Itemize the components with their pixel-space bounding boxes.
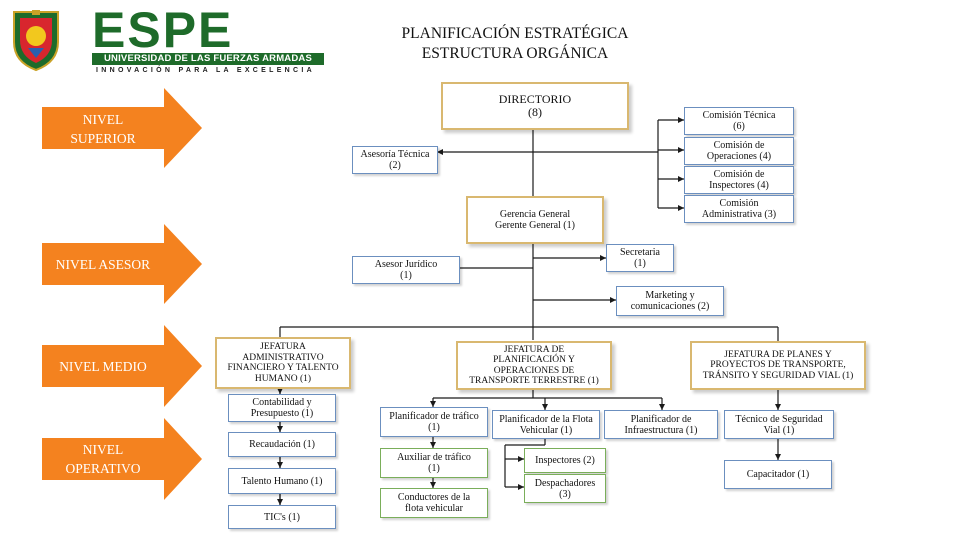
arrow-shape-icon: [42, 224, 202, 304]
org-box-jefatura-planes: JEFATURA DE PLANES Y PROYECTOS DE TRANSP…: [690, 341, 866, 390]
org-box-tecnico-seguridad: Técnico de Seguridad Vial (1): [724, 410, 834, 439]
org-box-conductores: Conductores de la flota vehicular: [380, 488, 488, 518]
org-box-capacitador: Capacitador (1): [724, 460, 832, 489]
level-label-superior: NIVEL SUPERIOR: [70, 112, 136, 146]
level-arrow-medio: NIVEL MEDIO: [42, 325, 202, 407]
org-box-jefatura-administrativa: JEFATURA ADMINISTRATIVO FINANCIERO Y TAL…: [215, 337, 351, 389]
arrow-shape-icon: [42, 88, 202, 168]
org-box-comision-inspectores: Comisión de Inspectores (4): [684, 166, 794, 194]
org-box-asesor-juridico: Asesor Jurídico (1): [352, 256, 460, 284]
org-box-despachadores: Despachadores (3): [524, 474, 606, 503]
arrow-shape-icon: [42, 418, 202, 500]
title-line-2: ESTRUCTURA ORGÁNICA: [421, 45, 609, 62]
logo-university-name: UNIVERSIDAD DE LAS FUERZAS ARMADAS: [92, 53, 324, 65]
org-box-directorio: DIRECTORIO (8): [441, 82, 629, 130]
org-box-comision-administrativa: Comisión Administrativa (3): [684, 195, 794, 223]
org-box-tics: TIC's (1): [228, 505, 336, 529]
level-arrow-superior: NIVEL SUPERIOR: [42, 88, 202, 168]
org-box-gerencia-general: Gerencia General Gerente General (1): [466, 196, 604, 244]
org-box-contabilidad: Contabilidad y Presupuesto (1): [228, 394, 336, 422]
arrow-shape-icon: [42, 325, 202, 407]
org-box-auxiliar-trafico: Auxiliar de tráfico (1): [380, 448, 488, 478]
level-label-asesor: NIVEL ASESOR: [55, 257, 151, 272]
org-box-comision-tecnica: Comisión Técnica (6): [684, 107, 794, 135]
university-shield-logo: [13, 10, 59, 72]
org-box-marketing: Marketing y comunicaciones (2): [616, 286, 724, 316]
org-box-planificador-infraestructura: Planificador de Infraestructura (1): [604, 410, 718, 439]
org-box-planificador-flota: Planificador de la Flota Vehicular (1): [492, 410, 600, 439]
logo-tagline: INNOVACIÓN PARA LA EXCELENCIA: [96, 67, 315, 74]
level-label-operativo: NIVEL OPERATIVO: [65, 442, 141, 476]
espe-logo: ESPE UNIVERSIDAD DE LAS FUERZAS ARMADAS …: [92, 2, 328, 74]
org-box-planificador-trafico: Planificador de tráfico (1): [380, 407, 488, 437]
org-box-recaudacion: Recaudación (1): [228, 432, 336, 457]
org-box-jefatura-planificacion: JEFATURA DE PLANIFICACIÓN Y OPERACIONES …: [456, 341, 612, 390]
page-title: PLANIFICACIÓN ESTRATÉGICA ESTRUCTURA ORG…: [350, 24, 680, 64]
title-line-1: PLANIFICACIÓN ESTRATÉGICA: [401, 25, 629, 42]
logo-brand: ESPE: [92, 2, 234, 58]
org-box-talento-humano: Talento Humano (1): [228, 468, 336, 494]
org-box-asesoria-tecnica: Asesoría Técnica (2): [352, 146, 438, 174]
level-label-medio: NIVEL MEDIO: [59, 359, 147, 374]
org-box-comision-operaciones: Comisión de Operaciones (4): [684, 137, 794, 165]
org-box-secretaria: Secretaria (1): [606, 244, 674, 272]
org-box-inspectores: Inspectores (2): [524, 448, 606, 473]
level-arrow-asesor: NIVEL ASESOR: [42, 224, 202, 304]
level-arrow-operativo: NIVEL OPERATIVO: [42, 418, 202, 500]
